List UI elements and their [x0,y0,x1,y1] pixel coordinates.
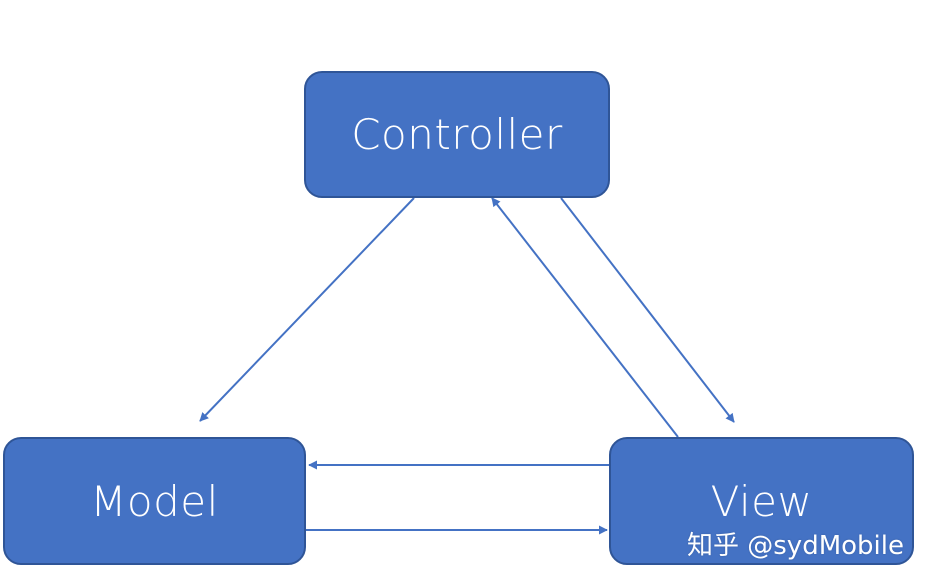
controller-label: Controller [351,110,563,159]
arrow-controller-to-model [199,197,415,422]
model-node: Model [3,437,306,565]
watermark: 知乎 @sydMobile [687,531,904,561]
model-label: Model [90,476,219,526]
arrow-controller-to-view [560,197,735,423]
view-label: View [710,476,813,526]
arrow-view-to-controller [491,197,679,438]
controller-node: Controller [304,71,610,198]
view-node: View [609,437,914,565]
